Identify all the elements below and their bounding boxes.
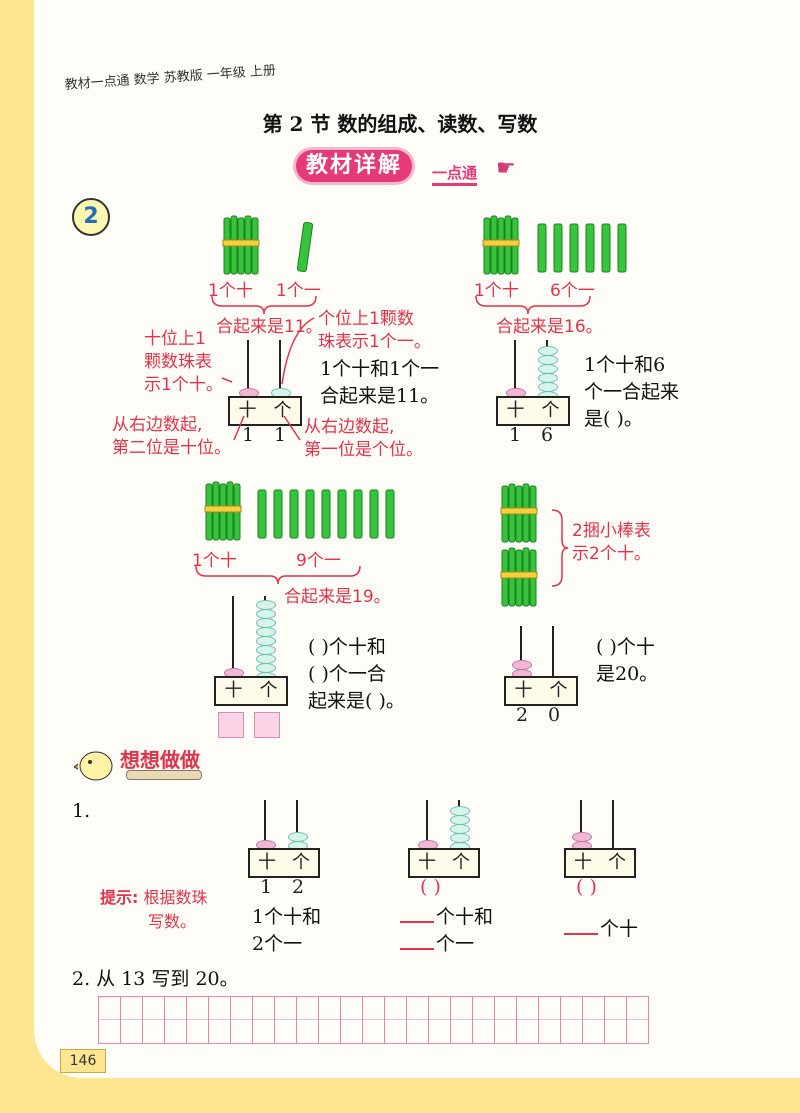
digit-tens: 1	[509, 424, 522, 446]
abacus-rod-ones	[296, 800, 298, 850]
answer-text: 个十和 个一	[400, 904, 493, 958]
place-value-box: 十个	[408, 848, 480, 878]
section-badge: 教材详解	[296, 150, 413, 182]
blank-ones[interactable]	[400, 947, 434, 950]
combined-text: 合起来是11。	[216, 317, 323, 337]
abacus-rod-tens	[426, 800, 428, 850]
digit-tens: 1	[242, 424, 255, 446]
stick-bundle-icon	[204, 480, 242, 546]
abacus-rod-ones	[612, 800, 614, 850]
chick-cart-icon	[73, 746, 122, 790]
blank-tens[interactable]	[564, 932, 598, 935]
example-number: 2	[72, 198, 110, 236]
answer-text: 个十	[564, 916, 638, 943]
abacus-rod-tens	[580, 800, 582, 850]
note-ones-bead: 个位上1颗数珠表示1个一。	[318, 309, 431, 352]
question-2: 2. 从 13 写到 20。	[72, 968, 239, 990]
blank-tens[interactable]	[400, 920, 434, 923]
answer-paren[interactable]: ( )	[420, 876, 441, 898]
abacus-bead-stack	[450, 806, 470, 852]
section-title: 第 2 节 数的组成、读数、写数	[262, 112, 538, 136]
stick-bundle-icon	[500, 482, 538, 548]
answer-paren[interactable]: ( )	[576, 876, 597, 898]
stick-bundle-icon	[482, 214, 520, 280]
hint: 提示: 根据数珠 写数。	[100, 888, 208, 931]
place-value-box: 十个	[248, 848, 320, 878]
place-value-box: 十个	[504, 676, 578, 706]
label-one-ten: 1个十	[192, 551, 237, 571]
note-two-bundles: 2捆小棒表示2个十。	[572, 521, 651, 564]
answer-box-tens[interactable]	[218, 712, 244, 738]
abacus-rod-ones	[552, 626, 554, 676]
abacus-rod-tens	[247, 340, 249, 396]
hand-pointer-icon: ☛	[496, 156, 516, 181]
digit-ones: 2	[292, 876, 305, 898]
answer-box-ones[interactable]	[254, 712, 280, 738]
digit-tens: 1	[260, 876, 273, 898]
place-value-box: 十个	[564, 848, 636, 878]
example-text: 1个十和1个一合起来是11。	[320, 358, 440, 407]
stick-bundle-icon	[500, 546, 538, 612]
practice-heading: 想想做做	[120, 748, 200, 772]
badge-subtitle: 一点通	[432, 162, 478, 186]
page-number: 146	[60, 1049, 106, 1073]
abacus-rod-tens	[264, 800, 266, 850]
label-one-ten: 1个十	[474, 281, 519, 301]
combined-text: 合起来是19。	[284, 587, 391, 607]
abacus-bead-stack	[538, 346, 558, 401]
place-value-box: 十个	[228, 396, 302, 426]
abacus-rod-ones	[279, 340, 281, 396]
example-text: ( )个十和( )个一合起来是( )。	[308, 636, 405, 712]
single-sticks	[256, 488, 404, 544]
digit-ones: 0	[548, 704, 561, 726]
abacus-rod-tens	[514, 340, 516, 396]
place-value-box: 十个	[214, 676, 288, 706]
label-one-ten: 1个十	[208, 281, 253, 301]
stick-bundle-icon	[222, 214, 260, 280]
label-one-one: 1个一	[276, 281, 321, 301]
note-tens-place: 从右边数起,第二位是十位。	[112, 415, 231, 458]
place-value-box: 十个	[496, 396, 570, 426]
example-text: ( )个十是20。	[596, 636, 659, 685]
writing-grid[interactable]	[98, 996, 649, 1044]
abacus-rod-tens	[520, 626, 522, 676]
note-ones-place: 从右边数起,第一位是个位。	[304, 417, 423, 460]
abacus-rod-tens	[232, 596, 234, 676]
combined-text: 合起来是16。	[496, 317, 603, 337]
single-sticks	[536, 222, 630, 278]
page-sheet	[34, 0, 800, 1078]
digit-tens: 2	[516, 704, 529, 726]
question-number: 1.	[72, 800, 91, 822]
label-nine-ones: 9个一	[296, 551, 341, 571]
cart-decoration	[126, 770, 202, 780]
digit-ones: 6	[541, 424, 554, 446]
digit-ones: 1	[274, 424, 287, 446]
label-six-ones: 6个一	[550, 281, 595, 301]
